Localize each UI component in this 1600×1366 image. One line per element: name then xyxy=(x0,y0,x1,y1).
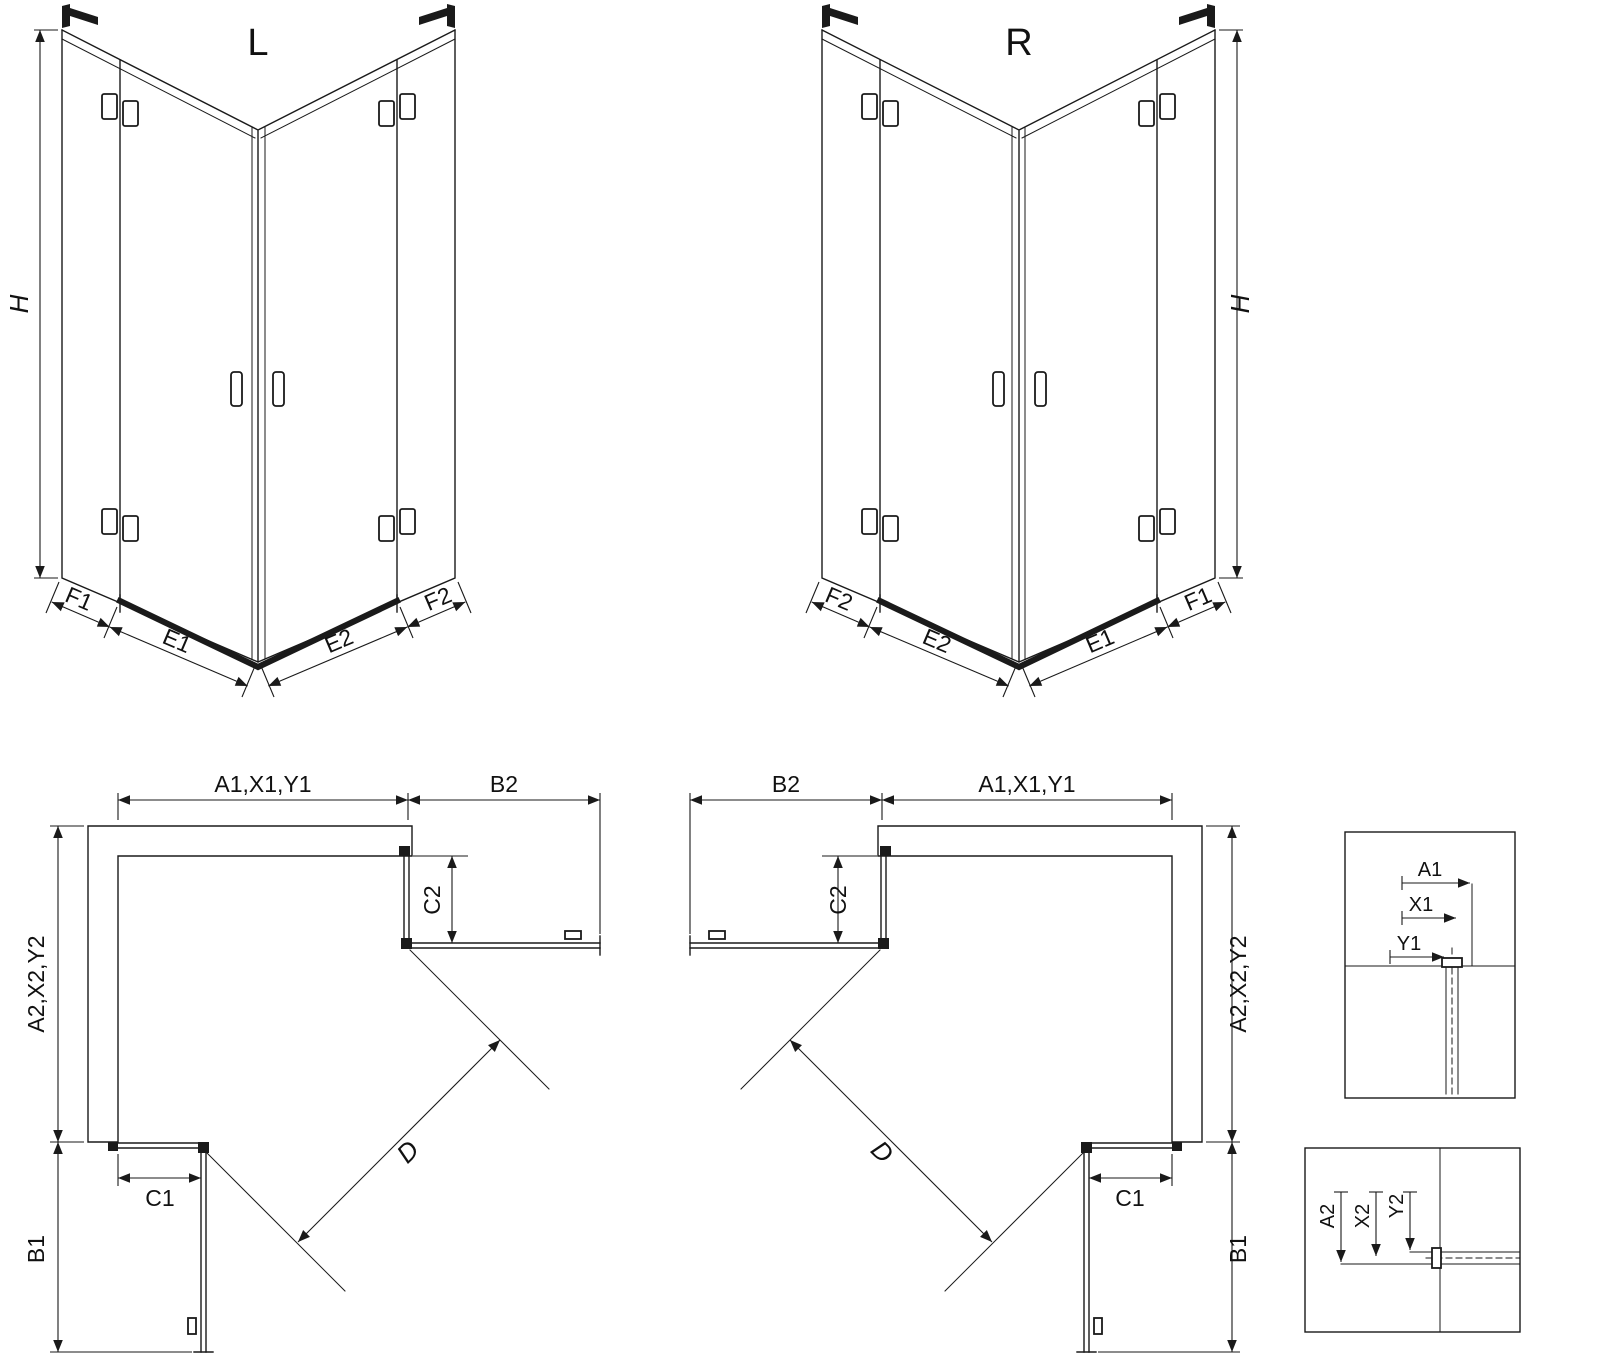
dim-label-c2: C2 xyxy=(419,885,445,914)
iso-view-right: R H F2 E2 E1 F1 xyxy=(806,4,1255,697)
dim-label-d: D xyxy=(865,1134,899,1168)
dim-label-d: D xyxy=(390,1134,424,1168)
dim-label-c1: C1 xyxy=(145,1185,174,1211)
dim-label-e1: E1 xyxy=(159,623,195,658)
dim-label-e2: E2 xyxy=(321,623,357,658)
dim-label-e1: E1 xyxy=(1082,623,1118,658)
dim-label-c2: C2 xyxy=(825,885,851,914)
detail-box-bottom: A2 X2 Y2 xyxy=(1304,1147,1521,1333)
view-label-left: L xyxy=(247,22,268,64)
dim-label-f1: F1 xyxy=(1180,581,1215,615)
detail-label-a2: A2 xyxy=(1317,1204,1339,1228)
dim-label-b2: B2 xyxy=(772,771,800,797)
dim-label-b1: B1 xyxy=(1225,1235,1251,1263)
dim-label-a1x1y1: A1,X1,Y1 xyxy=(214,771,311,797)
view-label-right: R xyxy=(1005,22,1032,64)
plan-view-left: A1,X1,Y1 B2 C2 A2,X2,Y2 B1 C1 D xyxy=(23,771,600,1352)
detail-box-top: A1 X1 Y1 xyxy=(1344,831,1516,1099)
dim-label-e2: E2 xyxy=(919,623,955,658)
detail-label-a1: A1 xyxy=(1418,859,1442,881)
plan-view-right: B2 A1,X1,Y1 C2 A2,X2,Y2 B1 C1 D xyxy=(690,771,1251,1352)
dim-label-f2: F2 xyxy=(420,581,455,615)
dim-label-h: H xyxy=(4,294,34,313)
dim-label-h: H xyxy=(1225,294,1255,313)
detail-label-y2: Y2 xyxy=(1386,1194,1408,1218)
dim-label-a2x2y2: A2,X2,Y2 xyxy=(1225,935,1251,1032)
detail-label-x1: X1 xyxy=(1409,894,1433,916)
detail-label-y1: Y1 xyxy=(1397,933,1421,955)
dim-label-f1: F1 xyxy=(62,581,97,615)
dim-label-b1: B1 xyxy=(23,1235,49,1263)
dim-label-a1x1y1: A1,X1,Y1 xyxy=(978,771,1075,797)
dim-label-f2: F2 xyxy=(822,581,857,615)
iso-view-left: L H F1 E1 E2 F2 xyxy=(4,4,471,697)
detail-label-x2: X2 xyxy=(1352,1204,1374,1228)
dim-label-c1: C1 xyxy=(1115,1185,1144,1211)
dim-label-b2: B2 xyxy=(490,771,518,797)
dim-label-a2x2y2: A2,X2,Y2 xyxy=(23,935,49,1032)
